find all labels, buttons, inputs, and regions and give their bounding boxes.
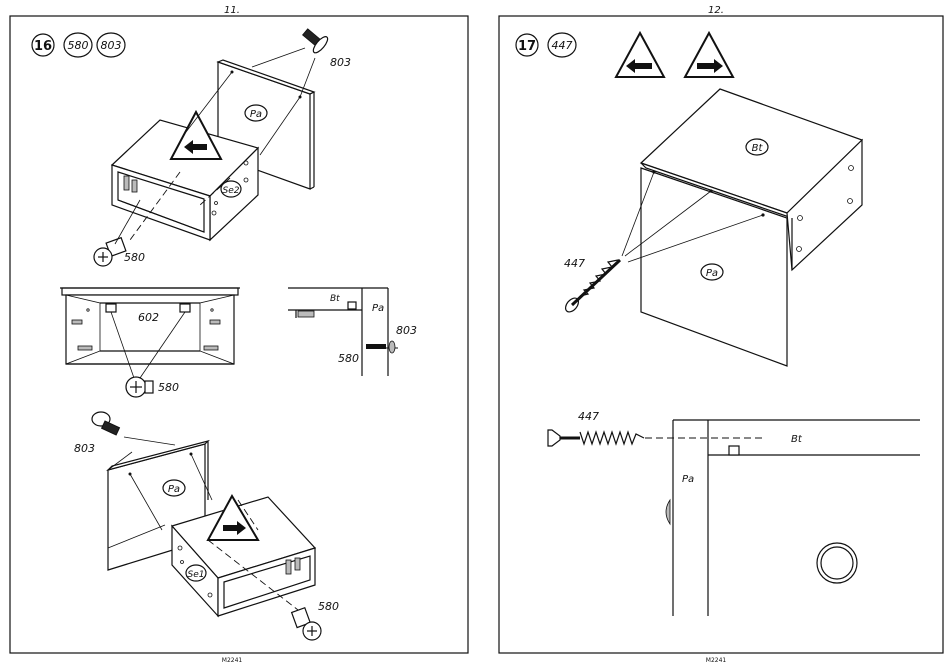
page-12: 12. M2241 17 447 [499,5,943,664]
warning-triangle-right [685,33,733,77]
part-label: 580 [338,352,359,365]
step-17-header: 17 447 [516,33,576,57]
cabinet-body [66,295,234,364]
part-code: 803 [101,39,122,52]
panel-label: Pa [250,109,262,120]
step-number: 16 [34,39,52,54]
part-label: 602 [138,311,159,324]
step-16-header: 16 580 803 [32,33,125,57]
warning-triangle-left [616,33,664,77]
detail-label: Bt [330,294,340,304]
part-label: 580 [318,600,339,613]
screw-580-icon [292,608,321,640]
panel-label: Se2 [223,186,240,196]
page-11: 11. M2241 16 580 803 Pa [10,5,468,664]
page-12-number: 12. [708,5,724,16]
screw-580-icon [94,238,126,266]
part-code: 580 [68,39,89,52]
panel-label: Se1 [188,570,205,580]
part-label: 447 [564,257,585,270]
warning-triangles [616,33,733,77]
assembly-bottom: Pa Se1 803 [74,412,339,640]
part-label: 447 [578,410,599,423]
assembly-front-view: 602 580 [60,288,240,397]
screw-580-icon [126,377,153,397]
panel-label: Pa [706,268,718,279]
screw-803-icon [92,412,120,435]
cabinet-3d: Bt Pa [622,89,862,366]
round-hole [817,543,857,583]
step-number: 17 [518,39,536,54]
part-label: 803 [330,56,351,69]
screw-cap [666,500,670,524]
detail-label: Pa [372,303,384,314]
page-11-number: 11. [224,5,240,16]
part-code: 447 [552,39,573,52]
part-label: 803 [396,324,417,337]
detail-cross-section-right: Bt Pa [645,420,920,616]
part-label: 580 [124,251,145,264]
part-label: 803 [74,442,95,455]
page-11-footer-code: M2241 [222,657,243,664]
detail-label: Bt [791,434,803,445]
panel-label: Bt [752,143,764,154]
panel-label: Pa [168,484,180,495]
page-12-footer-code: M2241 [706,657,727,664]
screw-447-horizontal-icon [548,430,644,446]
detail-cross-section-left: Bt Pa 803 580 [288,288,417,376]
screw-803-icon [299,24,330,55]
part-label: 580 [158,381,179,394]
assembly-top: Pa Se2 [94,24,351,266]
top-board [62,288,238,295]
detail-label: Pa [682,474,694,485]
